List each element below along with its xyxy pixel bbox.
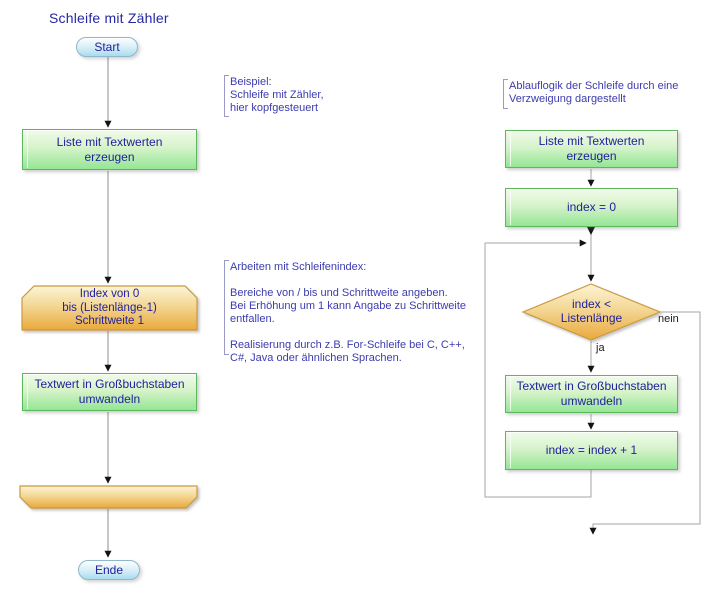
process-uppercase-right: Textwert in Großbuchstaben umwandeln (505, 375, 678, 413)
annotation-example: Beispiel: Schleife mit Zähler, hier kopf… (230, 76, 324, 114)
process-increment-index: index = index + 1 (505, 431, 678, 470)
annotation-bracket (224, 260, 229, 355)
annotation-bracket (224, 75, 229, 117)
annotation-loop-index: Arbeiten mit Schleifenindex: Bereiche vo… (230, 261, 467, 364)
process-create-list-right: Liste mit Textwerten erzeugen (505, 130, 678, 168)
loop-start-label: Index von 0 bis (Listenlänge-1) Schrittw… (62, 288, 157, 327)
end-terminator: Ende (78, 560, 140, 580)
annotation-logic: Ablauflogik der Schleife durch eine Verz… (509, 80, 679, 105)
process-create-list-left: Liste mit Textwerten erzeugen (22, 129, 197, 170)
right-connectors (484, 169, 701, 535)
branch-label-no: nein (658, 313, 679, 325)
annotation-bracket (503, 79, 508, 109)
decision-diamond (521, 283, 662, 341)
decision-label: index < Listenlänge (560, 297, 623, 325)
start-terminator: Start (76, 37, 138, 57)
page-title: Schleife mit Zähler (49, 10, 169, 26)
branch-label-yes: ja (596, 342, 605, 354)
loop-end-shape (19, 485, 198, 509)
junction-arrow (587, 227, 595, 235)
process-init-index: index = 0 (505, 188, 678, 227)
loop-start-shape (21, 285, 198, 331)
process-uppercase-left: Textwert in Großbuchstaben umwandeln (22, 373, 197, 411)
